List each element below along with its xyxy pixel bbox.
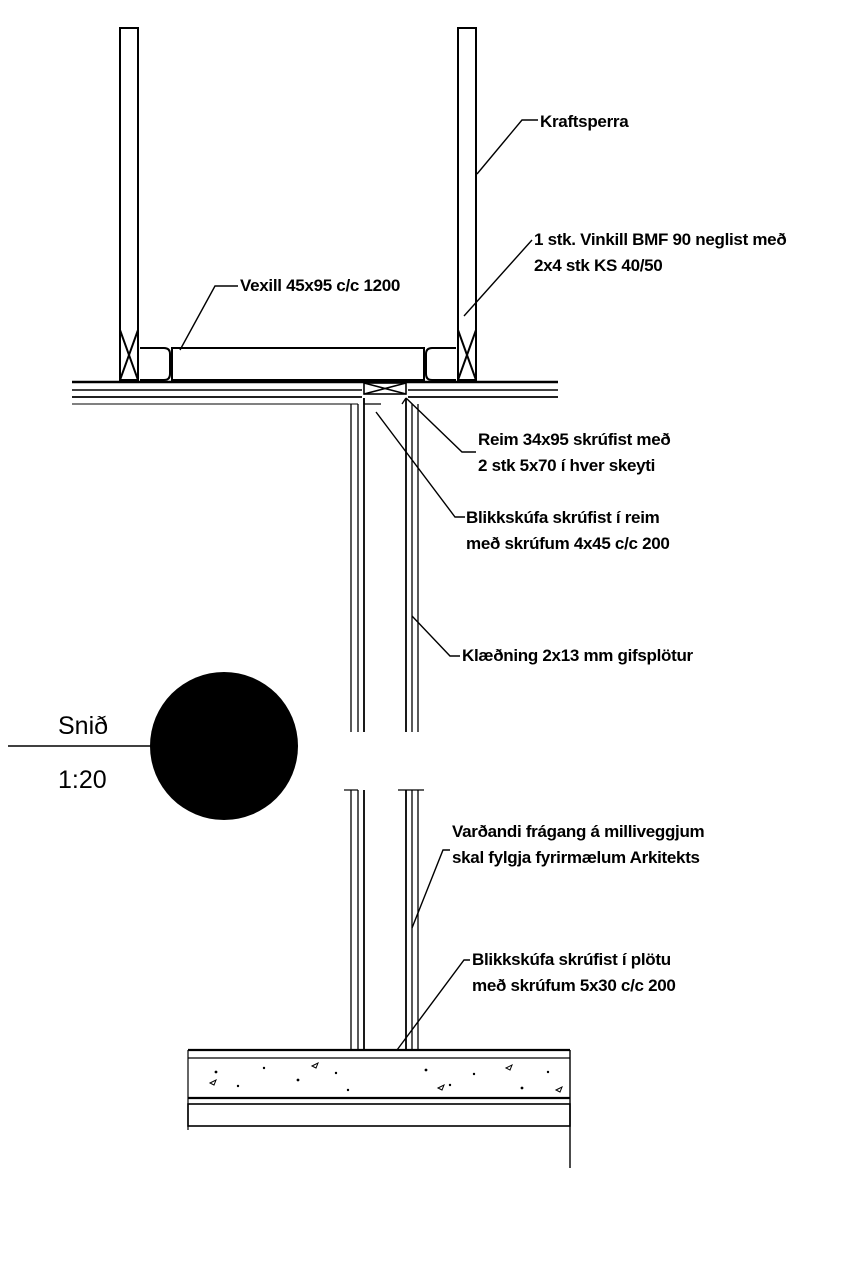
top-plate-reim xyxy=(363,382,407,395)
label-klaedning: Klæðning 2x13 mm gifsplötur xyxy=(462,646,693,665)
label-vexill: Vexill 45x95 c/c 1200 xyxy=(240,276,401,295)
section-number: 1 xyxy=(214,698,228,726)
section-callout xyxy=(8,672,298,820)
label-reim-line1: Reim 34x95 skrúfist með xyxy=(478,430,671,449)
partition-wall-upper xyxy=(350,397,419,732)
label-blikkskufa-plotu-line2: með skrúfum 5x30 c/c 200 xyxy=(472,976,676,995)
angle-bracket-right xyxy=(425,347,456,381)
label-reim-line2: 2 stk 5x70 í hver skeyti xyxy=(478,456,656,475)
sheet-reference: 1—02 xyxy=(184,766,243,791)
label-blikkskufa-reim-line1: Blikkskúfa skrúfist í reim xyxy=(466,508,660,527)
section-scale: 1:20 xyxy=(58,766,107,794)
nogging-vexill xyxy=(171,347,425,381)
angle-bracket-left xyxy=(140,347,171,381)
label-vinkill-line2: 2x4 stk KS 40/50 xyxy=(534,256,663,275)
label-blikkskufa-plotu-line1: Blikkskúfa skrúfist í plötu xyxy=(472,950,671,969)
truss-left xyxy=(119,27,139,381)
truss-right xyxy=(457,27,477,381)
floor-slab xyxy=(187,1048,571,1168)
leader-lines xyxy=(179,119,538,1051)
partition-wall-lower xyxy=(344,789,424,1051)
label-kraftsperra: Kraftsperra xyxy=(540,112,629,131)
label-blikkskufa-reim-line2: með skrúfum 4x45 c/c 200 xyxy=(466,534,670,553)
label-vardandi-line2: skal fylgja fyrirmælum Arkitekts xyxy=(452,848,700,867)
label-vardandi-line1: Varðandi frágang á milliveggjum xyxy=(452,822,705,841)
label-vinkill-line1: 1 stk. Vinkill BMF 90 neglist með xyxy=(534,230,787,249)
section-title: Snið xyxy=(58,712,109,740)
ceiling-layers xyxy=(72,380,558,405)
